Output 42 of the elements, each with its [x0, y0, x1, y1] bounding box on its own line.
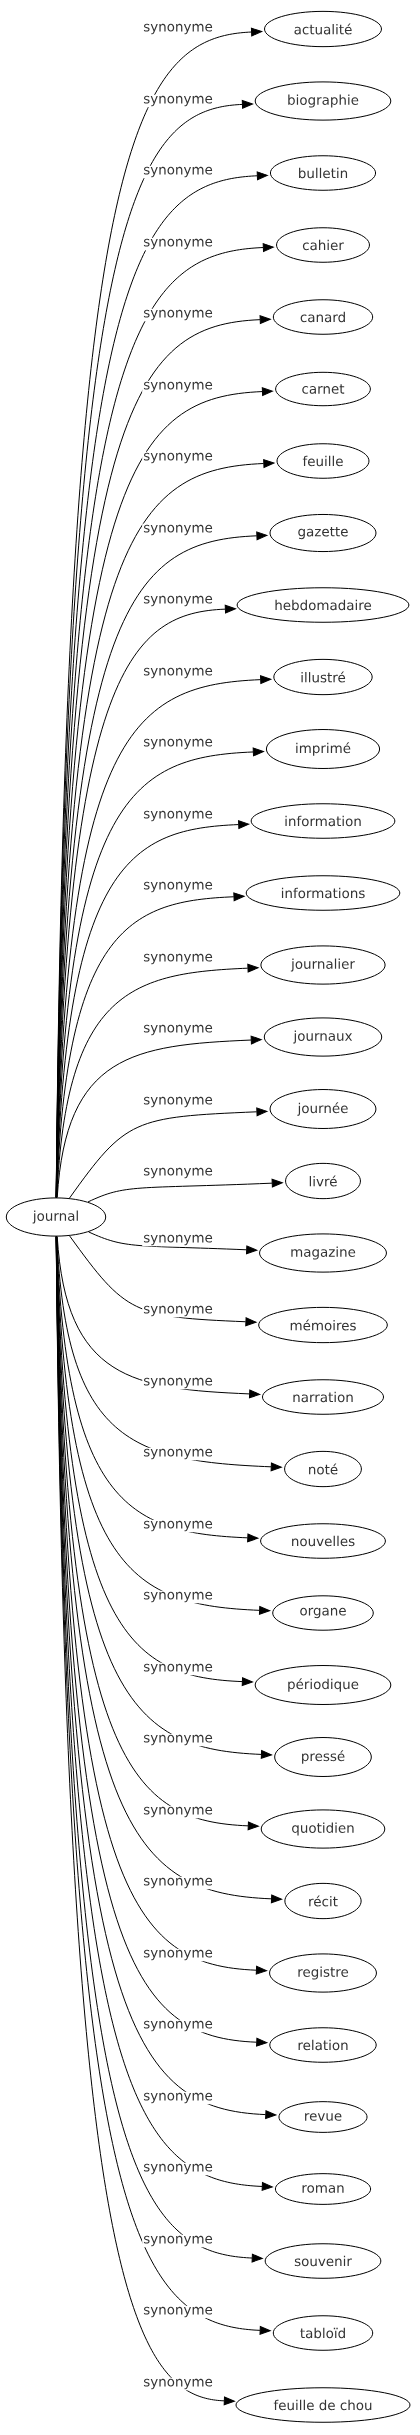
arrow — [56, 1035, 262, 1198]
edge-label: synonyme — [142, 94, 214, 108]
arrow — [56, 963, 259, 1198]
edge-label: synonyme — [142, 1304, 214, 1318]
arrow — [87, 1178, 283, 1203]
edge-label: synonyme — [142, 1233, 214, 1247]
edge-label: synonyme — [142, 737, 214, 751]
edge-label: synonyme — [142, 1447, 214, 1461]
arrow — [69, 1107, 268, 1199]
edge-label: synonyme — [142, 594, 214, 608]
edge-label: synonyme — [142, 308, 214, 322]
edge-label: synonyme — [142, 451, 214, 465]
edge-label: synonyme — [142, 1023, 214, 1037]
edge-label: synonyme — [142, 1519, 214, 1533]
edge-label: synonyme — [142, 880, 214, 894]
edge-label: synonyme — [142, 2091, 214, 2105]
edge-label: synonyme — [142, 1590, 214, 1604]
edge-label: synonyme — [142, 2019, 214, 2033]
edge-label: synonyme — [142, 2234, 214, 2248]
edge-label: synonyme — [142, 237, 214, 251]
edge-label: synonyme — [142, 165, 214, 179]
edge-label: synonyme — [142, 952, 214, 966]
edge-label: synonyme — [142, 2162, 214, 2176]
edge-label: synonyme — [142, 22, 214, 36]
edge-label: synonyme — [142, 1948, 214, 1962]
edge-label: synonyme — [142, 2377, 214, 2391]
edge-label: synonyme — [142, 2305, 214, 2319]
edge-label: synonyme — [142, 1376, 214, 1390]
edge-label: synonyme — [142, 1166, 214, 1180]
edge-label: synonyme — [142, 1733, 214, 1747]
arrow — [55, 1236, 235, 2406]
edge-label: synonyme — [142, 380, 214, 394]
edge-label: synonyme — [142, 1805, 214, 1819]
edge-label: synonyme — [142, 523, 214, 537]
arrow — [69, 1235, 257, 1327]
arrow — [88, 1231, 258, 1255]
edge-label: synonyme — [142, 809, 214, 823]
edge-label: synonyme — [142, 1876, 214, 1890]
edge-label: synonyme — [142, 1662, 214, 1676]
edge-label: synonyme — [142, 666, 214, 680]
arrow — [56, 1236, 282, 1472]
edge-label: synonyme — [142, 1095, 214, 1109]
